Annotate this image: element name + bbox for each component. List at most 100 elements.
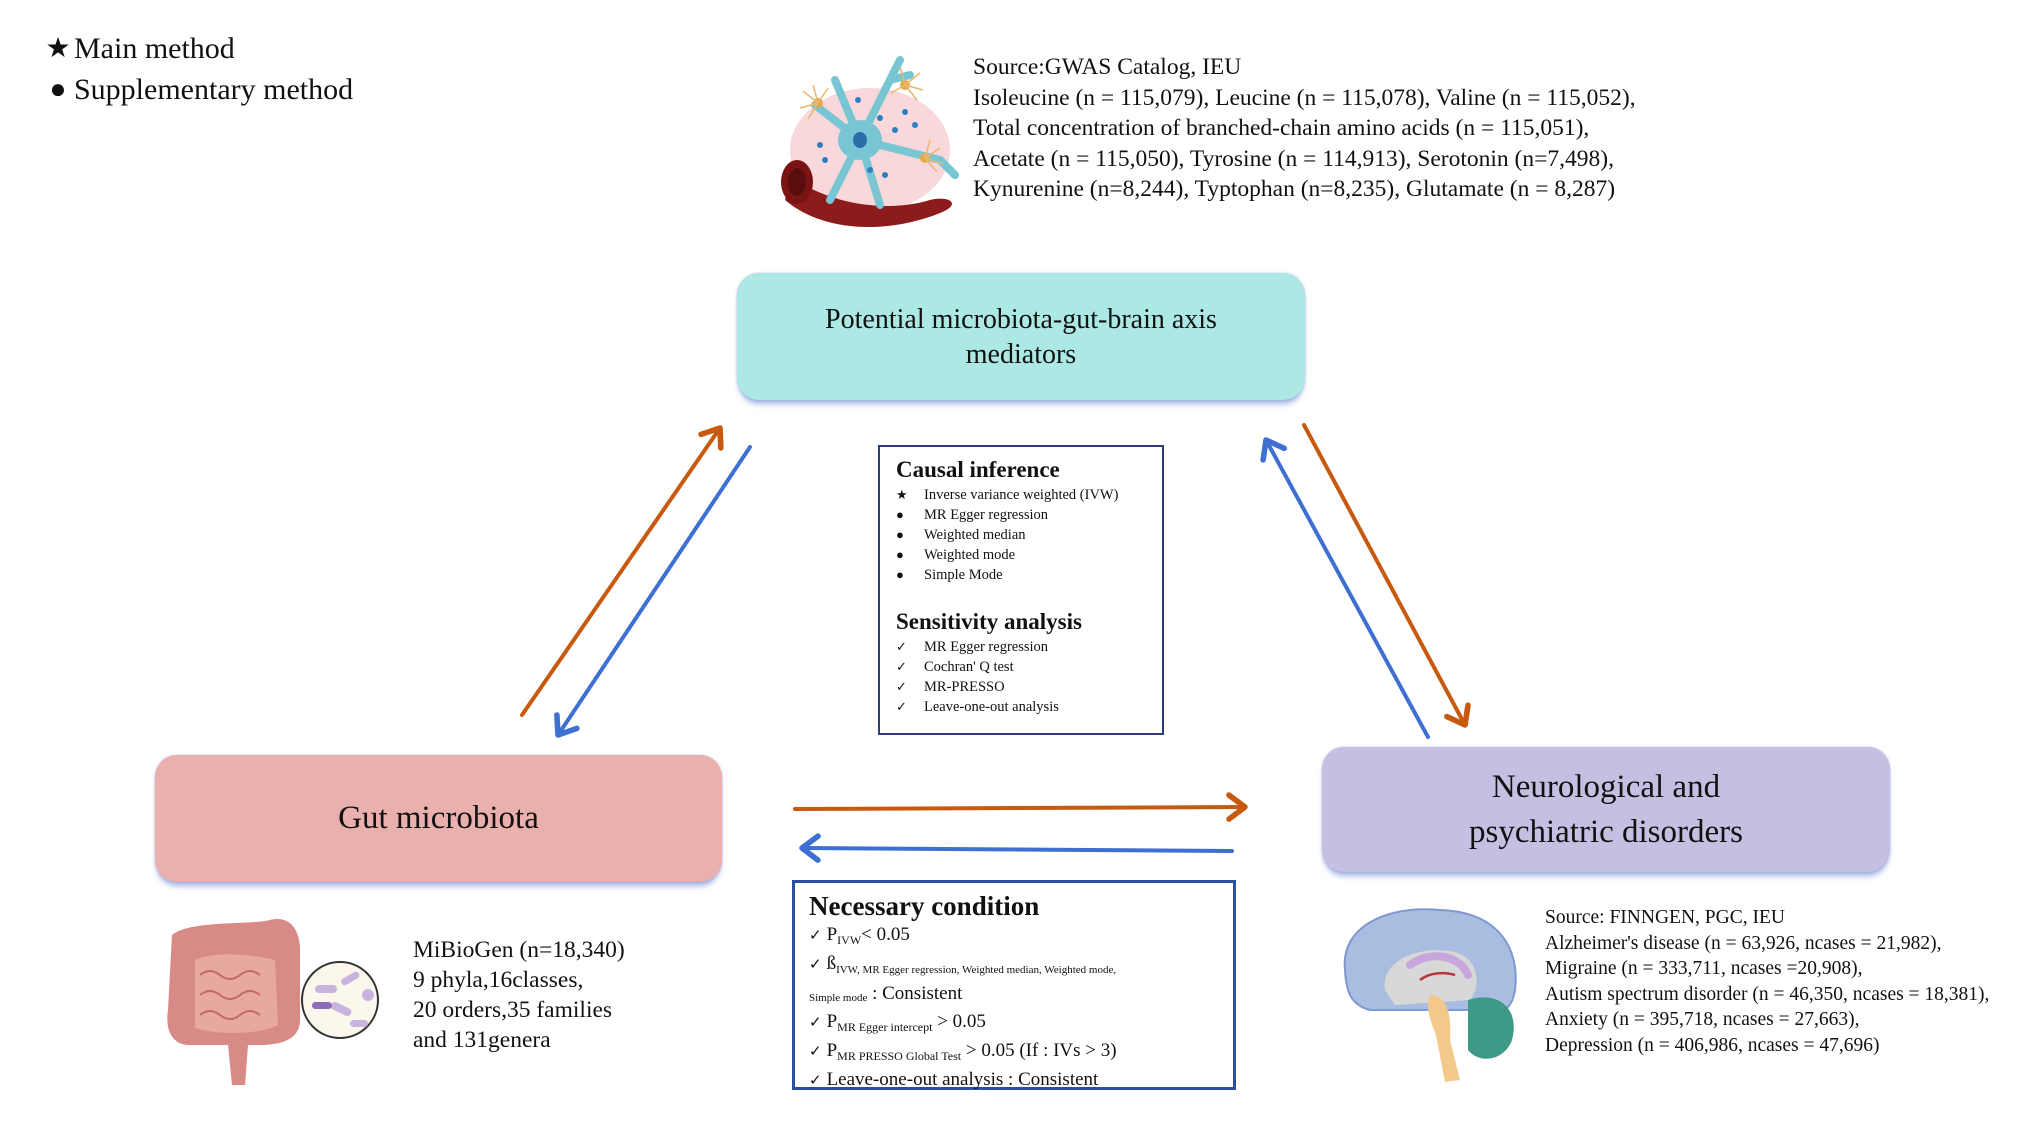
legend: ★ Main method ● Supplementary method [45, 28, 353, 110]
list-item: ● MR Egger regression [896, 505, 1162, 525]
arrow-mediators-to-neuro [1302, 423, 1471, 728]
list-item: ✓ MR Egger regression [896, 637, 1162, 657]
list-item: ● Simple Mode [896, 565, 1162, 585]
neuron-vessel-illustration [781, 56, 959, 227]
arrow-gut-to-mediators [520, 425, 724, 717]
gut-source-line: 20 orders,35 families [413, 997, 613, 1023]
check-icon: ✓ [896, 699, 907, 714]
mediator-source-text: Source:GWAS Catalog, IEU Isoleucine (n =… [973, 52, 1636, 205]
arrow-mediators-to-gut [554, 445, 752, 738]
disease-source-line: Anxiety (n = 395,718, ncases = 27,663), [1545, 1009, 1860, 1030]
arrow-neuro-to-mediators [1260, 437, 1430, 739]
check-icon: ✓ [809, 1073, 822, 1089]
list-item: ✓ MR-PRESSO [896, 677, 1162, 697]
sensitivity-analysis-title: Sensitivity analysis [896, 609, 1082, 634]
condition-text: Leave-one-out analysis : Consistent [826, 1069, 1099, 1090]
analysis-label: MR-PRESSO [924, 679, 1005, 695]
causal-inference-title: Causal inference [896, 457, 1060, 482]
necessary-condition-title: Necessary condition [809, 891, 1040, 921]
mediators-node-label-line2: mediators [965, 338, 1077, 370]
legend-main-method: ★ Main method [45, 28, 353, 69]
mediators-node-label-line1: Potential microbiota-gut-brain axis [825, 303, 1217, 335]
condition-symbol: ß [826, 953, 837, 974]
legend-supplementary-label: Supplementary method [74, 73, 354, 106]
condition-subscript: MR PRESSO Global Test [837, 1049, 962, 1063]
analysis-label: Cochran' Q test [924, 659, 1014, 675]
list-item: ● Weighted median [896, 525, 1162, 545]
condition-item: ✓Leave-one-out analysis : Consistent [809, 1068, 1233, 1093]
disease-source-line: Autism spectrum disorder (n = 46,350, nc… [1545, 983, 1990, 1005]
list-item: ✓ Leave-one-out analysis [896, 697, 1162, 717]
list-item: ● Weighted mode [896, 545, 1162, 565]
analysis-label: MR Egger regression [924, 639, 1049, 655]
legend-main-label: Main method [74, 32, 235, 65]
legend-supplementary-method: ● Supplementary method [45, 69, 354, 110]
condition-item-continued: Simple mode : Consistent [809, 982, 1233, 1010]
arrow-gut-to-neuro [793, 792, 1248, 822]
mediator-source-line: Isoleucine (n = 115,079), Leucine (n = 1… [973, 84, 1636, 111]
disease-source-line: Source: FINNGEN, PGC, IEU [1545, 907, 1785, 928]
dot-icon: ● [896, 527, 904, 542]
method-label: Weighted mode [924, 547, 1016, 563]
check-icon: ✓ [809, 1044, 822, 1060]
intestine-illustration [167, 919, 379, 1085]
neuro-psychiatric-node: Neurological and psychiatric disorders [1322, 747, 1890, 872]
necessary-condition-box: Necessary condition ✓PIVW< 0.05 ✓ßIVW, M… [792, 880, 1236, 1090]
method-label: Simple Mode [924, 567, 1003, 583]
mediator-source-line: Source:GWAS Catalog, IEU [973, 54, 1242, 80]
condition-item: ✓PIVW< 0.05 [809, 923, 1233, 952]
analysis-label: Leave-one-out analysis [924, 699, 1059, 715]
disease-source-line: Migraine (n = 333,711, ncases =20,908), [1545, 958, 1863, 979]
condition-subscript: MR Egger intercept [837, 1020, 933, 1034]
disease-source-line: Depression (n = 406,986, ncases = 47,696… [1545, 1034, 1880, 1056]
gut-microbiota-node: Gut microbiota [155, 755, 722, 882]
mediator-source-line: Acetate (n = 115,050), Tyrosine (n = 114… [973, 145, 1614, 172]
check-icon: ✓ [809, 1015, 822, 1031]
neuro-node-label-line2: psychiatric disorders [1468, 813, 1743, 850]
condition-item: ✓PMR PRESSO Global Test > 0.05 (If : IVs… [809, 1039, 1233, 1068]
gut-source-line: and 131genera [413, 1027, 551, 1053]
star-icon: ★ [896, 487, 908, 502]
list-item: ★ Inverse variance weighted (IVW) [896, 485, 1162, 505]
mediator-source-line: Total concentration of branched-chain am… [973, 115, 1590, 141]
brain-illustration [1343, 908, 1517, 1082]
check-icon: ✓ [896, 659, 907, 674]
dot-icon: ● [896, 567, 904, 582]
condition-text: > 0.05 [937, 1011, 986, 1032]
condition-text: < 0.05 [861, 924, 910, 945]
mediator-source-line: Kynurenine (n=8,244), Typtophan (n=8,235… [973, 176, 1616, 202]
method-label: MR Egger regression [924, 507, 1049, 523]
check-icon: ✓ [809, 928, 822, 944]
condition-item: ✓PMR Egger intercept > 0.05 [809, 1010, 1233, 1039]
dot-icon: ● [896, 507, 904, 522]
condition-text: : Consistent [872, 983, 963, 1004]
gut-node-label: Gut microbiota [338, 800, 539, 836]
arrow-neuro-to-gut [799, 833, 1234, 863]
condition-subscript: IVW [837, 933, 862, 947]
condition-symbol: P [826, 1011, 838, 1032]
condition-subscript: Simple mode [809, 992, 868, 1004]
check-icon: ✓ [809, 957, 822, 973]
method-label: Weighted median [924, 527, 1026, 543]
dot-icon: ● [896, 547, 904, 562]
condition-subscript: IVW, MR Egger regression, Weighted media… [836, 964, 1117, 976]
condition-symbol: P [826, 1040, 838, 1061]
check-icon: ✓ [896, 639, 907, 654]
method-label: Inverse variance weighted (IVW) [924, 487, 1119, 503]
disease-source-line: Alzheimer's disease (n = 63,926, ncases … [1545, 932, 1942, 954]
disease-source-text: Source: FINNGEN, PGC, IEU Alzheimer's di… [1545, 905, 1989, 1058]
star-icon: ★ [45, 33, 71, 64]
gut-source-text: MiBioGen (n=18,340) 9 phyla,16classes, 2… [413, 935, 625, 1055]
condition-symbol: P [826, 924, 838, 945]
gut-source-line: MiBioGen (n=18,340) [413, 937, 625, 963]
neuro-node-label-line1: Neurological and [1491, 768, 1721, 805]
condition-item: ✓ßIVW, MR Egger regression, Weighted med… [809, 952, 1233, 982]
causal-inference-list: ★ Inverse variance weighted (IVW) ● MR Egg… [896, 485, 1162, 585]
condition-text: > 0.05 (If : IVs > 3) [965, 1040, 1117, 1061]
list-item: ✓ Cochran' Q test [896, 657, 1162, 677]
check-icon: ✓ [896, 679, 907, 694]
methods-box: Causal inference ★ Inverse variance weigh… [878, 445, 1164, 735]
sensitivity-analysis-list: ✓ MR Egger regression ✓ Cochran' Q test ✓ M… [896, 637, 1162, 717]
mediators-node: Potential microbiota-gut-brain axis medi… [737, 273, 1305, 400]
